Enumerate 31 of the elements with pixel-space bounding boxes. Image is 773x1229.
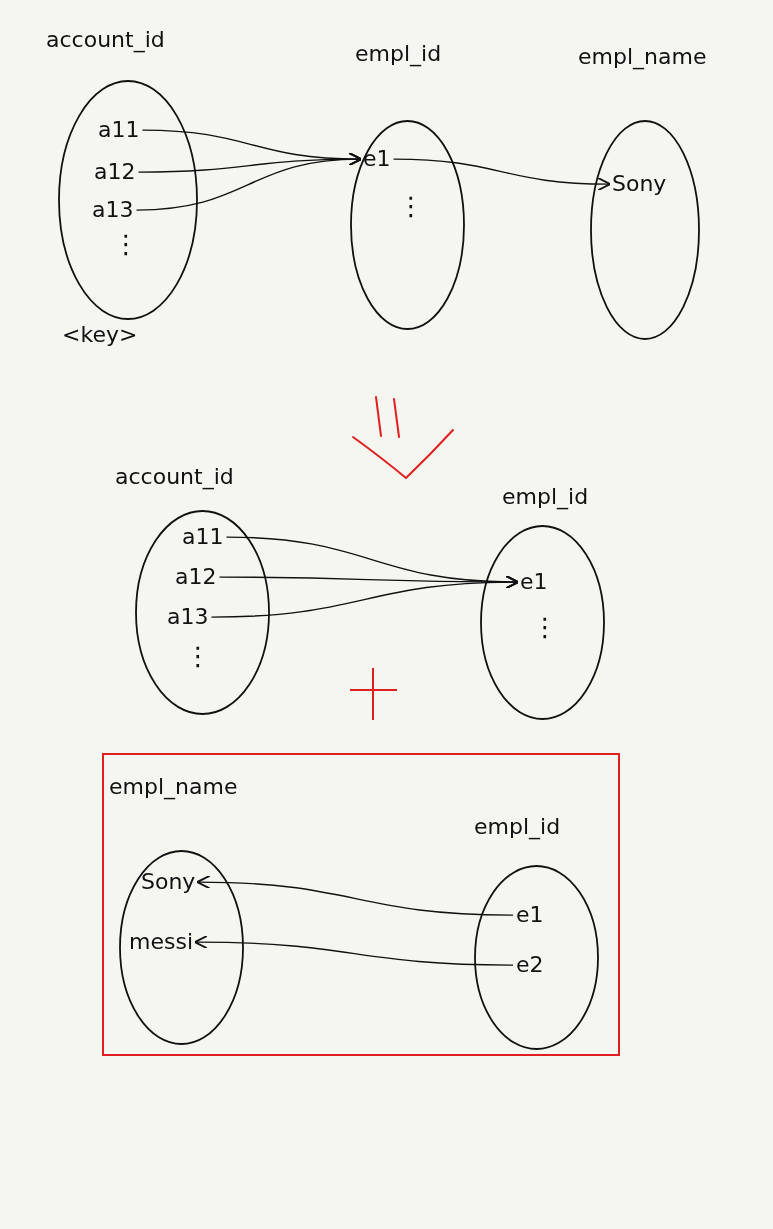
arrow (135, 152, 363, 211)
ellipsis-mark: ⋮ (113, 230, 139, 259)
value-text: a11 (98, 118, 140, 143)
value-text: messi (129, 930, 193, 955)
arrow (392, 158, 612, 192)
value-text: a13 (92, 198, 134, 223)
key-note: <key> (62, 323, 138, 348)
value-text: e1 (520, 570, 548, 595)
set-heading: empl_id (355, 42, 442, 67)
value-text: a12 (94, 160, 136, 185)
arrow (193, 935, 514, 966)
ellipsis-mark: ⋮ (398, 192, 424, 221)
set-heading: account_id (46, 28, 165, 53)
set-heading: account_id (115, 465, 234, 490)
value-text: a11 (182, 525, 224, 550)
set-heading: empl_name (578, 45, 707, 70)
value-text: Sony (141, 870, 196, 895)
value-text: a12 (175, 565, 217, 590)
value-text: a13 (167, 605, 209, 630)
value-text: e2 (516, 953, 544, 978)
set-heading: empl_id (474, 815, 561, 840)
value-text: e1 (516, 903, 544, 928)
value-text: e1 (363, 147, 391, 172)
set-heading: empl_name (109, 775, 238, 800)
arrow (196, 875, 514, 916)
ellipsis-mark: ⋮ (185, 642, 211, 671)
arrow (210, 575, 520, 618)
ellipsis-mark: ⋮ (532, 613, 558, 642)
set-heading: empl_id (502, 485, 589, 510)
frame-box (102, 753, 620, 1056)
value-text: Sony (612, 172, 667, 197)
